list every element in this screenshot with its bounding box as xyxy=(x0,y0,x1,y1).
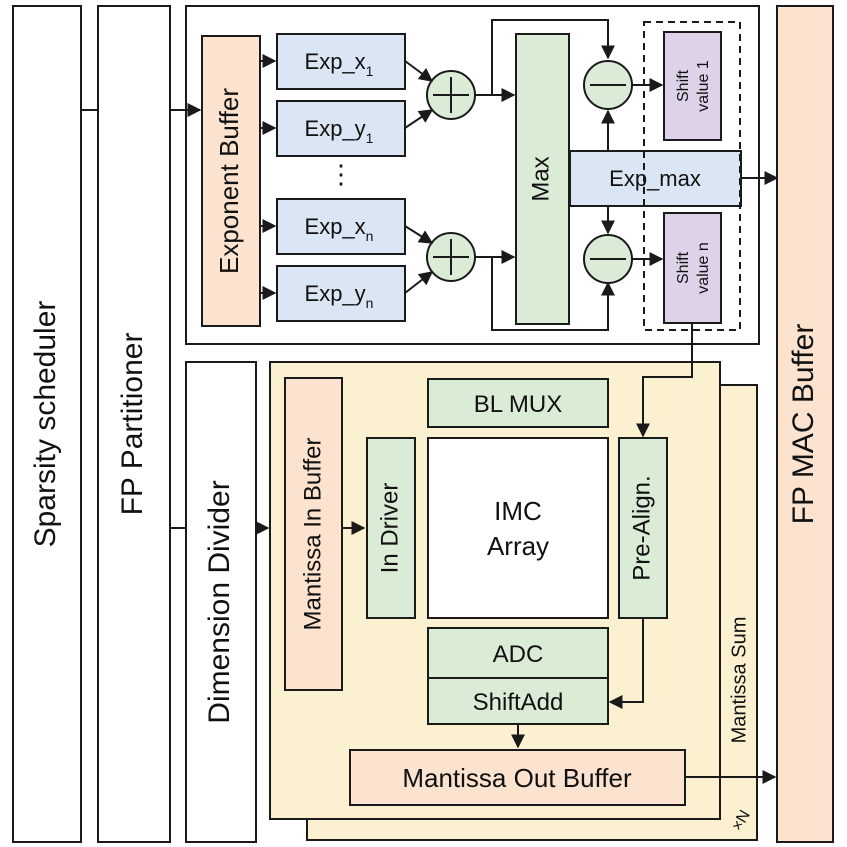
exp-to-adder-lines xyxy=(404,60,434,294)
shift-value-1-word: Shift xyxy=(675,69,692,102)
subtractor-to-shift-lines xyxy=(632,78,664,266)
shift-value-n-box: Shift value n xyxy=(663,212,722,324)
mantissa-sum-label: Mantissa Sum xyxy=(728,617,750,744)
shift-value-1-label: value 1 xyxy=(695,60,712,112)
shift-value-n-label: value n xyxy=(695,242,712,294)
exp-xn-subscript: n xyxy=(366,228,374,244)
adder-top-icon xyxy=(426,70,476,120)
adc-label: ADC xyxy=(493,641,544,668)
exp-y1-subscript: 1 xyxy=(366,130,374,146)
mantissa-out-buffer: Mantissa Out Buffer xyxy=(349,749,686,806)
shift-value-1-box: Shift value 1 xyxy=(663,31,722,141)
exp-ellipsis: ⋮ xyxy=(328,159,354,189)
adder-bottom-icon xyxy=(426,232,476,282)
imc-label-line1: IMC xyxy=(494,496,542,526)
adc-block: ADC xyxy=(427,627,609,679)
in-driver-label: In Driver xyxy=(376,483,403,574)
subtractor-top-icon xyxy=(583,60,633,110)
exp-yn-subscript: n xyxy=(366,295,374,311)
dimension-divider-block: Dimension Divider xyxy=(185,361,257,843)
exp-yn-box: Exp_yn xyxy=(276,265,406,322)
in-driver-block: In Driver xyxy=(366,437,416,619)
exp-xn-label: Exp_x xyxy=(305,214,366,239)
exp-max-label: Exp_max xyxy=(609,166,701,191)
exp-y1-label: Exp_y xyxy=(305,116,366,141)
max-label: Max xyxy=(527,156,554,201)
exp-x1-label: Exp_x xyxy=(305,49,366,74)
fp-partitioner-label: FP Partitioner xyxy=(116,333,149,516)
imc-array-block: IMC Array xyxy=(427,437,609,619)
exp-x1-box: Exp_x1 xyxy=(276,33,406,90)
fp-mac-buffer-label: FP MAC Buffer xyxy=(787,324,820,525)
adder-output-routing xyxy=(475,19,615,331)
imc-label-line2: Array xyxy=(487,531,549,561)
mantissa-out-buffer-label: Mantissa Out Buffer xyxy=(402,763,632,793)
exponent-buffer-label: Exponent Buffer xyxy=(214,88,244,274)
exp-max-box: Exp_max xyxy=(569,150,742,207)
svg-text:Exp_y1: Exp_y1 xyxy=(305,116,374,146)
pre-align-block: Pre-Align. xyxy=(618,437,668,619)
exponent-buffer-fanout xyxy=(260,54,277,300)
sparsity-scheduler-label: Sparsity scheduler xyxy=(29,301,62,548)
mantissa-in-buffer: Mantissa In Buffer xyxy=(284,377,343,691)
exponent-buffer: Exponent Buffer xyxy=(201,35,261,327)
subtractor-bottom-icon xyxy=(583,234,633,284)
pre-align-label: Pre-Align. xyxy=(628,475,655,580)
dimension-divider-label: Dimension Divider xyxy=(203,480,236,723)
max-block: Max xyxy=(515,33,570,325)
shiftadd-label: ShiftAdd xyxy=(473,689,564,716)
shift-to-prealign-arrow xyxy=(636,323,693,438)
fp-mac-buffer: FP MAC Buffer xyxy=(776,5,834,843)
shift-values-dashed-group xyxy=(643,21,741,331)
exp-max-routing xyxy=(569,109,779,235)
fp-partitioner-block: FP Partitioner xyxy=(97,5,171,843)
shiftadd-block: ShiftAdd xyxy=(427,677,609,725)
bl-mux-block: BL MUX xyxy=(427,378,609,428)
svg-text:Exp_yn: Exp_yn xyxy=(305,281,374,311)
sparsity-scheduler-block: Sparsity scheduler xyxy=(12,5,82,843)
bl-mux-label: BL MUX xyxy=(474,391,562,418)
mantissa-in-buffer-label: Mantissa In Buffer xyxy=(299,438,326,631)
exp-y1-box: Exp_y1 xyxy=(276,100,406,157)
svg-text:Exp_xn: Exp_xn xyxy=(305,214,374,244)
prealign-to-shiftadd-arrow xyxy=(608,618,644,709)
shift-value-n-word: Shift xyxy=(675,251,692,284)
exp-x1-subscript: 1 xyxy=(366,63,374,79)
exp-yn-label: Exp_y xyxy=(305,281,366,306)
svg-text:Exp_x1: Exp_x1 xyxy=(305,49,374,79)
exp-xn-box: Exp_xn xyxy=(276,198,406,255)
